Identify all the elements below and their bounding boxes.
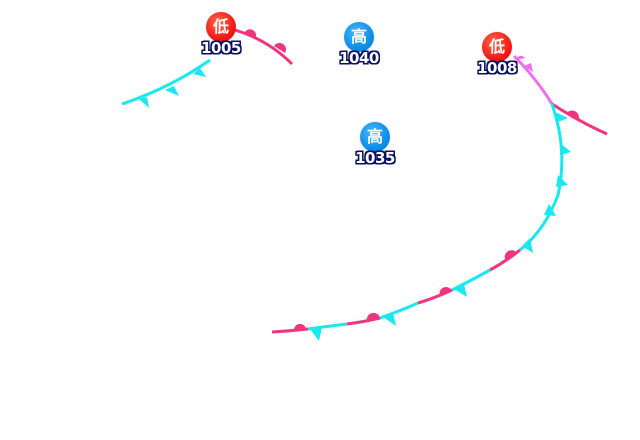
warm-front-east-1005 [234,28,294,66]
cold-front-west [121,58,211,108]
cold-front-triangle-icon [556,175,568,187]
high-pressure-icon: 高 [344,22,374,52]
cold-front-triangle-icon [310,327,322,341]
low-pressure-center-1005: 低 1005 [196,12,246,58]
pressure-value: 1035 [355,149,395,167]
warm-front-semicircle-icon [366,312,380,321]
high-pressure-center-1040: 高 1040 [334,22,384,68]
low-pressure-icon: 低 [482,32,512,62]
cold-front-triangle-icon [544,204,556,216]
cold-front-triangle-icon [522,238,533,253]
cold-front-triangle-icon [560,143,571,155]
cold-front-south [519,103,571,253]
low-pressure-center-1008: 低 1008 [472,32,522,78]
warm-front-semicircle-icon [244,29,257,37]
occluded-triangle-icon [524,63,533,72]
warm-front-semicircle-icon [439,287,452,296]
warm-front-semicircle-icon [293,323,306,331]
occluded-semicircle-icon [516,55,525,60]
high-pressure-icon: 高 [360,122,390,152]
pressure-value: 1040 [339,49,379,67]
cold-front-triangle-icon [193,68,206,77]
cold-front-triangle-icon [165,86,179,96]
pressure-value: 1008 [477,59,517,77]
cold-front-triangle-icon [454,284,467,297]
warm-front-semicircle-icon [274,42,287,53]
cold-front-triangle-icon [383,313,396,326]
warm-front-east-1008 [551,102,608,136]
high-pressure-center-1035: 高 1035 [350,122,400,168]
cold-front-triangle-icon [139,97,149,108]
low-pressure-icon: 低 [206,12,236,42]
occluded-front [512,54,554,105]
pressure-value: 1005 [201,39,241,57]
cold-front-triangle-icon [555,112,568,122]
warm-front-semicircle-icon [566,110,579,121]
stationary-front [271,248,521,341]
warm-front-semicircle-icon [504,250,517,261]
